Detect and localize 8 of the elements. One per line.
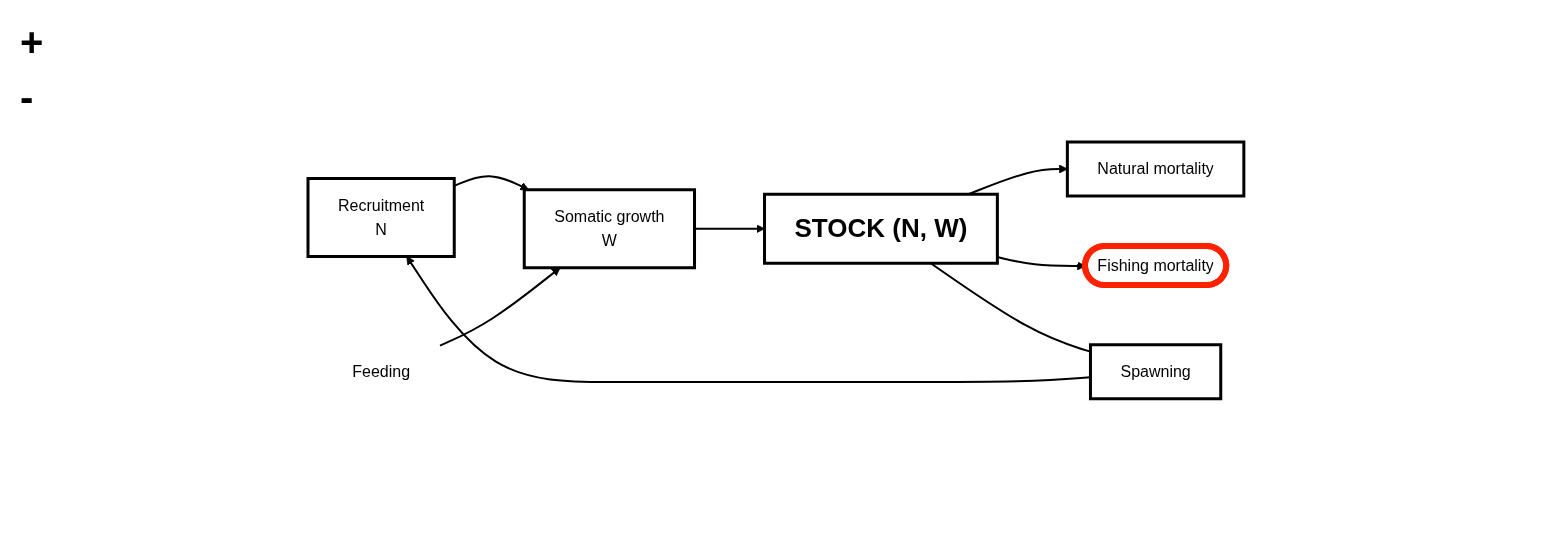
node-box: Natural mortality — [1065, 140, 1246, 198]
node-box: Spawning — [1089, 342, 1223, 400]
node-box: Somatic growth W — [522, 187, 697, 269]
sign-label: - — [20, 75, 35, 120]
node-box: Recruitment N — [306, 176, 456, 258]
node-text: Feeding — [352, 362, 411, 380]
sign-label: + — [20, 20, 44, 65]
node-box: STOCK (N, W) — [763, 192, 999, 265]
